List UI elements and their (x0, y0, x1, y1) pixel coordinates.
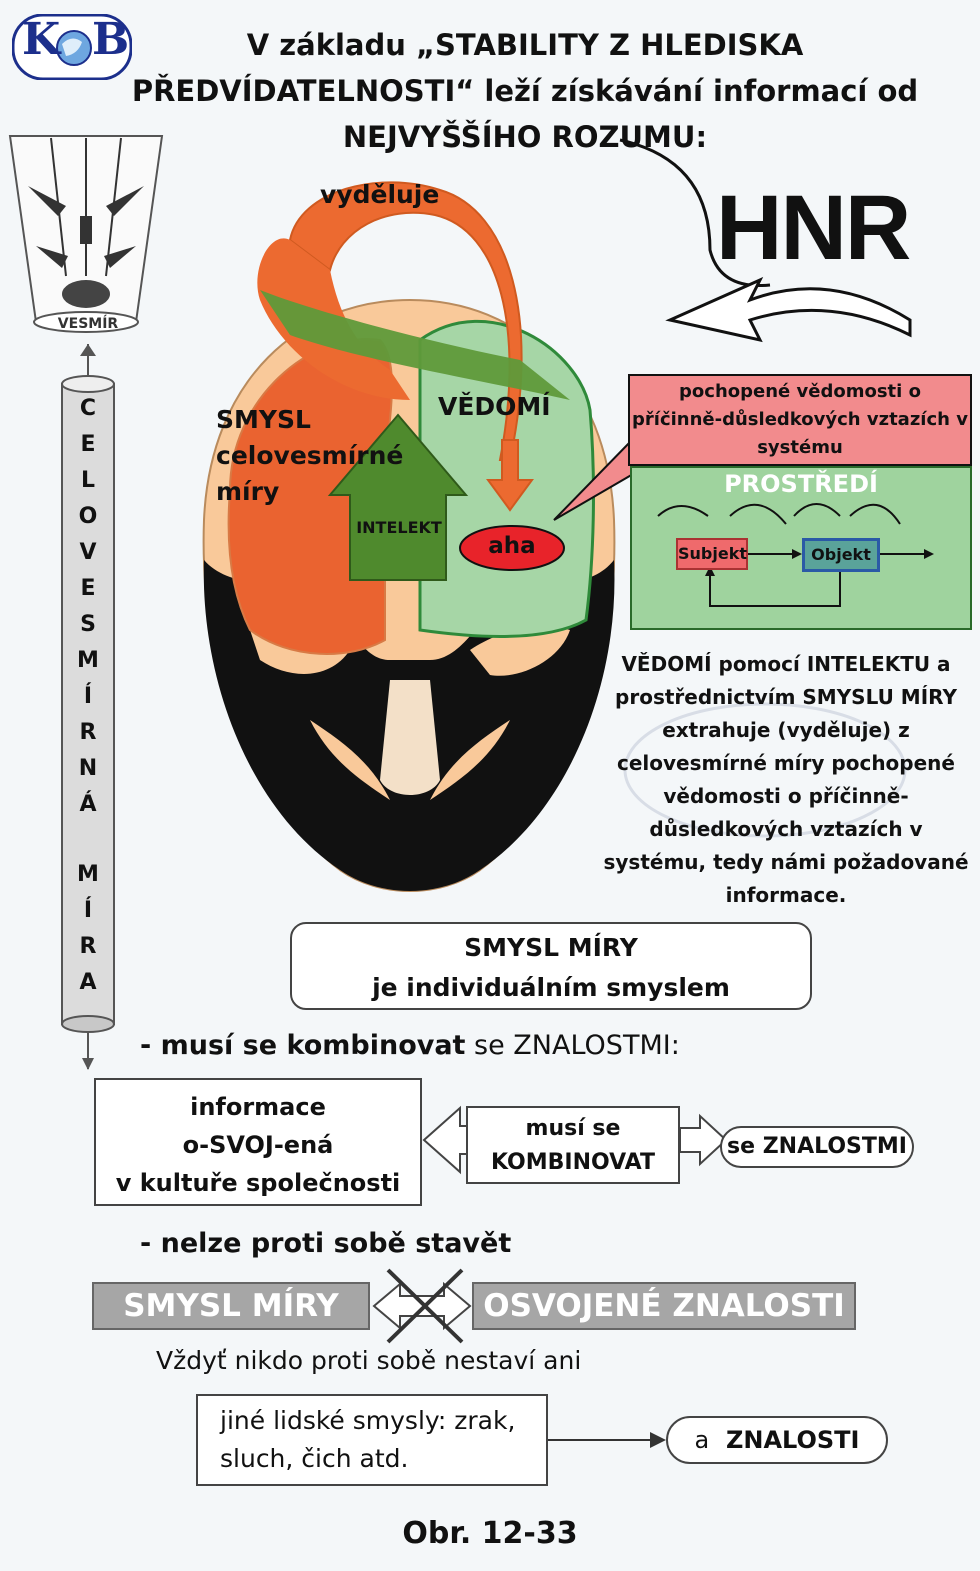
kob-logo (12, 14, 132, 80)
vbar-letter: V (79, 540, 97, 565)
vedomi-label: VĚDOMÍ (438, 392, 551, 421)
vydeluje-label: vyděluje (320, 180, 440, 209)
crossed-arrow (372, 1268, 472, 1344)
combine-suffix: se ZNALOSTMI: (465, 1030, 680, 1061)
info-line-3: v kultuře společnosti (115, 1169, 401, 1197)
smysl-label: SMYSL celovesmírné míry (216, 402, 403, 510)
not-against-heading: - nelze proti sobě stavět (140, 1228, 512, 1259)
must-combine-box: musí se KOMBINOVAT (466, 1106, 680, 1184)
combine-prefix: - musí se kombinovat (140, 1030, 466, 1061)
explanation-line: celovesmírné míry pochopené (617, 751, 955, 775)
a-word: a (694, 1426, 710, 1454)
explanation-line: VĚDOMÍ pomocí INTELEKTU a (621, 652, 951, 676)
senses-arrow (548, 1432, 666, 1448)
smysl-line-1: SMYSL (216, 405, 311, 434)
vbar-letter: Á (79, 792, 97, 817)
universe-cup (8, 135, 164, 333)
title-line-1: V základu „STABILITY Z HLEDISKA (246, 28, 804, 62)
title-line-2: PŘEDVÍDATELNOSTI“ leží získávání informa… (131, 74, 919, 108)
callout-box: pochopené vědomosti o příčinně-důsledkov… (628, 374, 972, 466)
vbar-letter: M (77, 862, 99, 887)
aha-label: aha (488, 533, 536, 559)
smysl-miry-bar: SMYSL MÍRY (92, 1282, 370, 1330)
vbar-letter: Í (83, 898, 93, 923)
smysl-line-3: míry (216, 477, 280, 506)
vbar-letter: S (80, 612, 96, 637)
vbar-letter: L (80, 468, 96, 493)
explanation-line: systému, tedy námi požadované (603, 850, 969, 874)
environment-arrows (657, 503, 934, 607)
must-line-1: musí se (525, 1116, 621, 1141)
vbar-letter: E (80, 432, 96, 457)
hnr-curved-arrow (619, 138, 912, 343)
explanation-line: vědomosti o příčinně- (663, 784, 909, 808)
logo-letter-b: B (92, 14, 130, 65)
vbar-letter: R (79, 720, 97, 745)
must-line-2: KOMBINOVAT (491, 1150, 655, 1175)
callout-line-2: příčinně-důsledkových vztazích v (632, 409, 968, 430)
osvojene-znalosti-bar: OSVOJENÉ ZNALOSTI (472, 1282, 856, 1330)
smysl-box-line-1: SMYSL MÍRY (464, 933, 638, 962)
vbar-letter: C (79, 396, 97, 421)
object-box: Objekt (802, 538, 880, 572)
logo-letter-k: K (22, 14, 61, 65)
info-line-2: o-SVOJ-ená (182, 1131, 334, 1159)
vbar-letter: A (79, 970, 97, 995)
smysl-box-line-2: je individuálním smyslem (372, 973, 730, 1002)
universe-label: VESMÍR (57, 316, 119, 332)
vbar-letter: Í (83, 684, 93, 709)
subject-box: Subjekt (676, 538, 748, 570)
vbar-letter: R (79, 934, 97, 959)
celovesmirna-mira-bar (61, 344, 115, 1070)
a-knowledge-box: a ZNALOSTI (666, 1416, 888, 1464)
explanation-line: prostřednictvím SMYSLU MÍRY (615, 685, 957, 709)
senses-line-2: sluch, čich atd. (220, 1444, 409, 1473)
info-box: informace o-SVOJ-ená v kultuře společnos… (94, 1078, 422, 1206)
head-diagram (202, 181, 616, 892)
combine-heading: - musí se kombinovat se ZNALOSTMI: (140, 1030, 680, 1061)
explanation-line: extrahuje (vyděluje) z (662, 718, 910, 742)
explanation-text: VĚDOMÍ pomocí INTELEKTU a prostřednictví… (598, 648, 974, 912)
callout-line-3: systému (757, 437, 843, 458)
smysl-miry-box: SMYSL MÍRY je individuálním smyslem (290, 922, 812, 1010)
senses-line-1: jiné lidské smysly: zrak, (220, 1406, 516, 1435)
nobody-sentence: Vždyť nikdo proti sobě nestaví ani (156, 1346, 582, 1375)
vbar-letter: O (78, 504, 98, 529)
page-title: V základu „STABILITY Z HLEDISKA PŘEDVÍDA… (130, 22, 920, 160)
vbar-letter: N (78, 756, 98, 781)
watermark-logo (623, 702, 907, 838)
znalosti-word: ZNALOSTI (725, 1426, 860, 1454)
figure-caption: Obr. 12-33 (402, 1516, 578, 1551)
senses-box: jiné lidské smysly: zrak, sluch, čich at… (196, 1394, 548, 1486)
callout-line-1: pochopené vědomosti o (679, 381, 921, 402)
info-line-1: informace (190, 1093, 326, 1121)
hnr-label: HNR (716, 177, 911, 279)
explanation-line: důsledkových vztazích v (649, 817, 923, 841)
explanation-line: informace. (725, 883, 847, 907)
intelekt-label: INTELEKT (356, 518, 442, 537)
vbar-letter: M (77, 648, 99, 673)
environment-title: PROSTŘEDÍ (724, 470, 878, 498)
smysl-line-2: celovesmírné (216, 441, 404, 470)
vbar-letter: E (80, 576, 96, 601)
combine-double-arrow (422, 1105, 728, 1175)
with-knowledge-box: se ZNALOSTMI (720, 1126, 914, 1168)
